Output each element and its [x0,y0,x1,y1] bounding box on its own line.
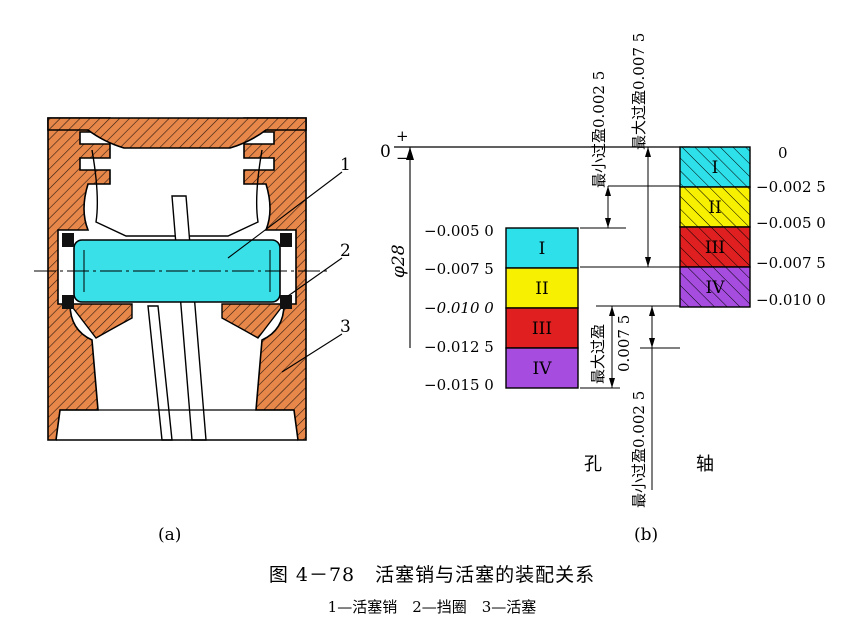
callout-3: 3 [340,317,351,337]
callout-1: 1 [340,155,351,175]
piston-crown [47,117,307,149]
shaft-group-3-hatch [680,227,750,267]
figure-legend: 1—活塞销 2—挡圈 3—活塞 [327,598,537,616]
panel-a-label: (a) [158,525,181,545]
shaft-tick-4: −0.007 5 [756,254,826,272]
hole-group-4-label: IV [533,359,553,379]
shaft-group-4-hatch [680,267,750,307]
hole-tick-5: −0.015 0 [424,376,494,394]
hole-group-3-label: III [532,319,552,339]
shaft-group-1-hatch [680,147,750,187]
hole-group-4 [505,347,579,389]
shaft-group-4-label: IV [706,278,726,298]
max-interference-mid: 最大过盈 [589,324,607,384]
circlip-right-bottom [280,295,292,309]
min-interference-top: 最小过盈0.002 5 [590,71,608,188]
shaft-tick-5: −0.010 0 [756,291,826,309]
hole-group-2-label: II [535,279,548,299]
hole-tick-1: −0.005 0 [424,222,494,240]
shaft-group-1-label: I [712,158,719,178]
circlip-left-top [62,233,74,247]
figure-title: 图 4－78 活塞销与活塞的装配关系 [268,564,596,586]
circlip-left-bottom [62,295,74,309]
piston-right-wall [243,117,307,441]
hole-group-1 [505,227,579,269]
shaft-tick-3: −0.005 0 [756,214,826,232]
piston-left-wall [47,117,111,441]
shaft-group-2-label: II [708,198,721,218]
circlip-right-top [280,233,292,247]
pin-boss-lower [68,303,286,339]
hole-tick-4: −0.012 5 [424,338,494,356]
zero-plus-sign: + [396,127,409,145]
min-interference-bottom: 最小过盈0.002 5 [630,391,648,508]
shaft-label: 轴 [696,454,714,475]
hole-tick-3: −0.010 0 [424,299,494,317]
connecting-rod [147,195,207,441]
zero-label: 0 [380,142,391,162]
max-interference-mid-value: 0.007 5 [615,315,633,372]
zero-minus-sign: − [396,149,409,167]
shaft-tick-1: 0 [778,144,788,162]
hole-group-3 [505,307,579,349]
piston-section-drawing: 1 2 3 [34,117,351,441]
max-interference-top: 最大过盈0.007 5 [630,33,648,150]
shaft-tick-2: −0.002 5 [756,178,826,196]
diameter-label: φ28 [389,244,409,278]
hole-tick-2: −0.007 5 [424,260,494,278]
shaft-group-3-label: III [705,238,725,258]
shaft-group-2-hatch [680,187,750,227]
hole-group-1-label: I [539,239,546,259]
callout-2: 2 [340,241,351,261]
panel-b-label: (b) [634,525,658,545]
hole-label: 孔 [584,454,602,475]
